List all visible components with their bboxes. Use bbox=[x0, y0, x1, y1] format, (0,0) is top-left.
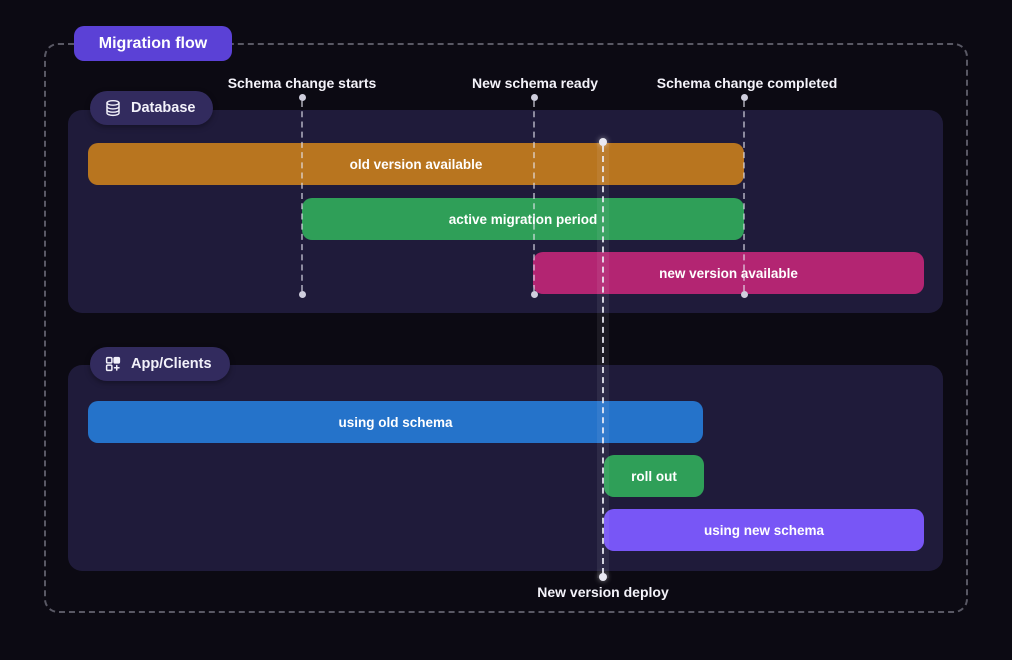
dashed-frame bbox=[44, 43, 968, 613]
deploy-line bbox=[602, 146, 604, 574]
milestone-dot-bottom-1 bbox=[298, 290, 306, 298]
bar-roll-out: roll out bbox=[604, 455, 704, 497]
milestone-label-schema-change-completed: Schema change completed bbox=[656, 75, 838, 91]
bar-label: active migration period bbox=[448, 211, 598, 227]
app-clients-badge-label: App/Clients bbox=[131, 356, 212, 372]
milestone-line-schema-change-completed bbox=[743, 101, 745, 291]
deploy-dot-bottom bbox=[599, 573, 607, 581]
bar-new-version-available: new version available bbox=[533, 252, 924, 294]
bar-old-version-available: old version available bbox=[88, 143, 744, 185]
bar-active-migration-period: active migration period bbox=[302, 198, 744, 240]
bar-using-new-schema: using new schema bbox=[604, 509, 924, 551]
milestone-label-new-schema-ready: New schema ready bbox=[471, 75, 599, 91]
database-icon bbox=[104, 99, 122, 117]
bar-using-old-schema: using old schema bbox=[88, 401, 703, 443]
diagram-title-badge: Migration flow bbox=[74, 26, 232, 61]
milestone-dot-bottom-3 bbox=[740, 290, 748, 298]
milestone-dot-top-1 bbox=[298, 93, 306, 101]
bar-label: new version available bbox=[659, 265, 798, 281]
milestone-line-schema-change-starts bbox=[301, 101, 303, 291]
database-badge: Database bbox=[90, 91, 214, 125]
deploy-label: New version deploy bbox=[537, 584, 669, 600]
bar-label: old version available bbox=[349, 156, 483, 172]
bar-label: using old schema bbox=[338, 414, 453, 430]
milestone-label-schema-change-starts: Schema change starts bbox=[227, 75, 377, 91]
bar-label: using new schema bbox=[703, 522, 825, 538]
apps-plus-icon bbox=[104, 355, 122, 373]
app-clients-badge: App/Clients bbox=[90, 347, 230, 381]
diagram-title: Migration flow bbox=[98, 34, 208, 52]
deploy-dot-top bbox=[599, 138, 607, 146]
database-badge-label: Database bbox=[131, 100, 196, 116]
milestone-dot-bottom-2 bbox=[530, 290, 538, 298]
milestone-dot-top-2 bbox=[530, 93, 538, 101]
milestone-line-new-schema-ready bbox=[533, 101, 535, 291]
bar-label: roll out bbox=[631, 468, 677, 484]
milestone-dot-top-3 bbox=[740, 93, 748, 101]
